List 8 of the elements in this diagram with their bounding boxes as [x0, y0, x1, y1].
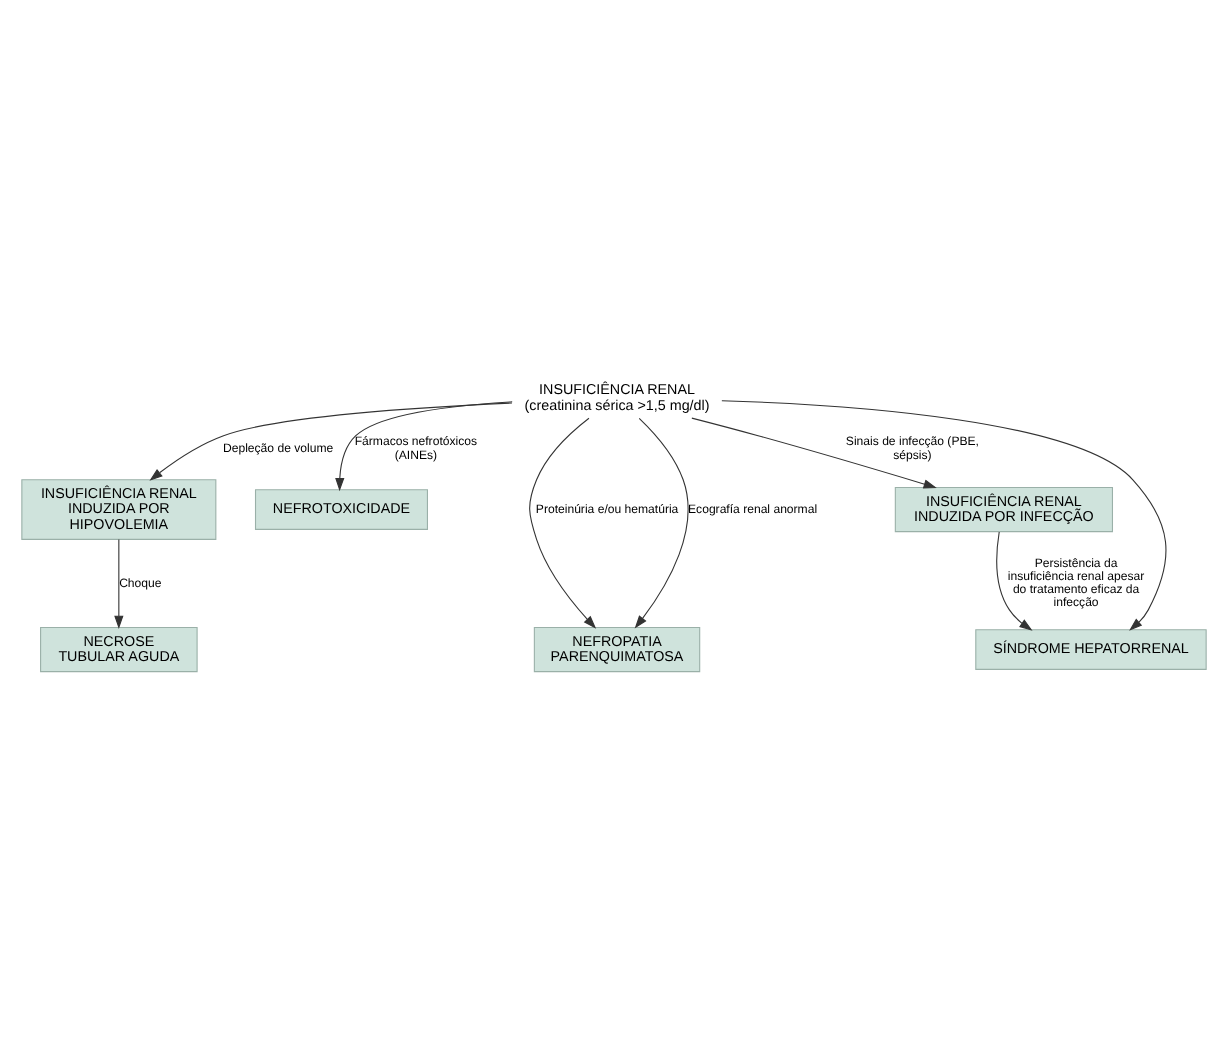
arrow — [335, 401, 513, 492]
arrow — [996, 531, 1033, 631]
arrow — [529, 417, 597, 629]
arrow — [149, 402, 513, 481]
arrow — [691, 417, 937, 489]
arrow — [721, 400, 1167, 631]
arrow — [634, 417, 689, 629]
arrow — [114, 539, 124, 629]
